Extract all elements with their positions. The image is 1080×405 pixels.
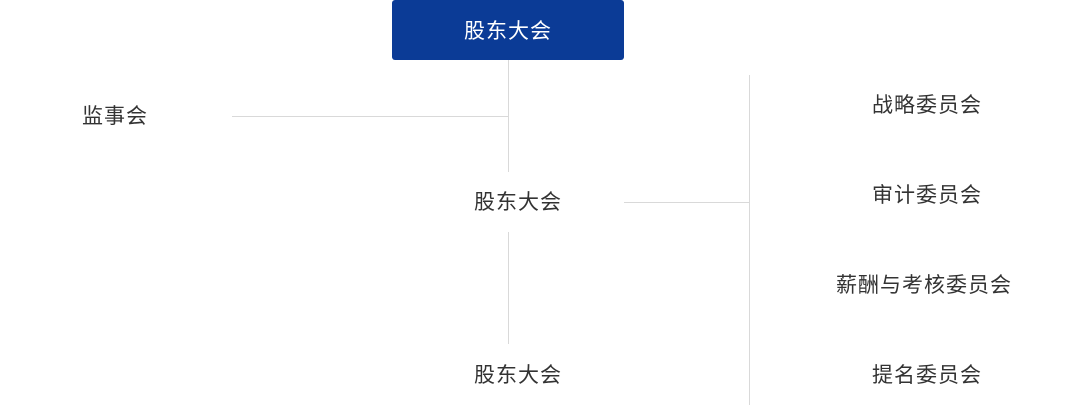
- left-node-label: 监事会: [82, 104, 148, 128]
- committee-compensation: 薪酬与考核委员会: [836, 273, 1012, 297]
- connector-left-branch: [232, 116, 509, 117]
- committee-nomination: 提名委员会: [872, 363, 982, 387]
- top-node-label: 股东大会: [464, 19, 552, 43]
- committee-bracket-line: [749, 75, 750, 405]
- top-node-box: 股东大会: [392, 0, 624, 60]
- connector-right-branch: [624, 202, 750, 203]
- committee-audit: 审计委员会: [872, 183, 982, 207]
- connector-middle-to-bottom: [508, 232, 509, 344]
- middle-node-label: 股东大会: [474, 190, 562, 214]
- committee-strategy: 战略委员会: [872, 93, 982, 117]
- bottom-node-label: 股东大会: [474, 363, 562, 387]
